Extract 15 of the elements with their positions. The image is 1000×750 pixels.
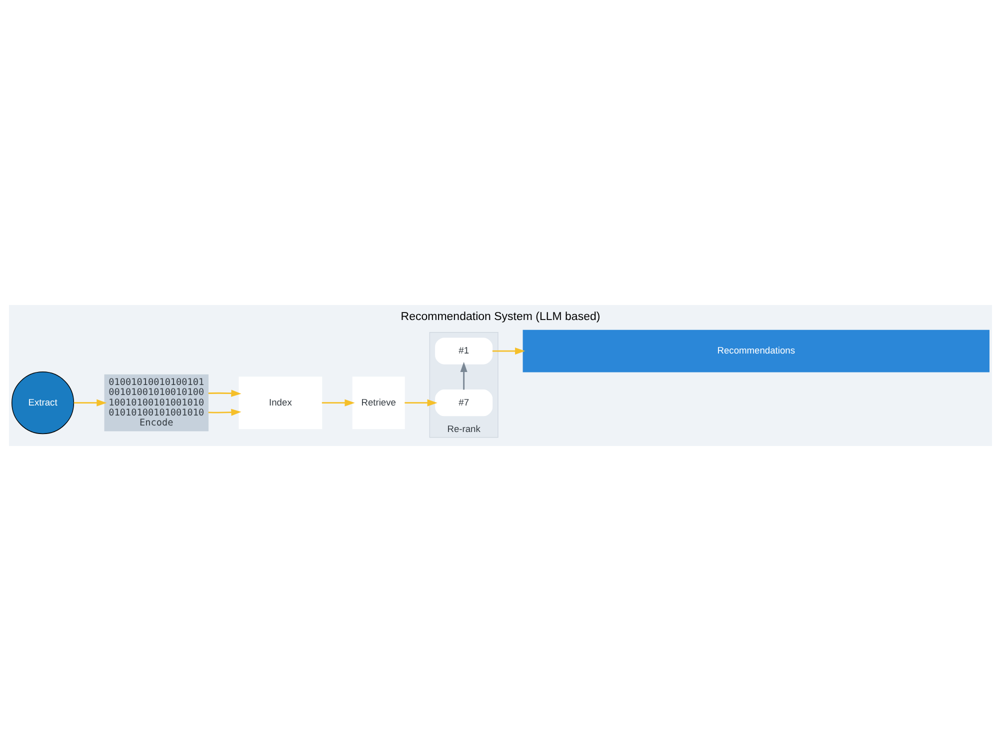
arrow [208,408,241,416]
node-box: Recommendations [522,329,989,372]
node-box: #7 [434,389,492,416]
arrow [73,398,106,406]
node-box: Retrieve [352,376,404,429]
diagram-title: Recommendation System (LLM based) [400,310,600,322]
node-box: #1 [434,337,492,364]
node-box: 01001010010100101 00101001010010100 10010100101001010 01010100101001010 Encode [104,374,208,431]
arrow [404,398,437,406]
arrow [321,398,354,406]
arrow [208,389,241,396]
arrow [460,361,467,390]
arrow [492,347,525,354]
node-circle: Extract [11,371,74,434]
node-box: Index [238,376,322,429]
